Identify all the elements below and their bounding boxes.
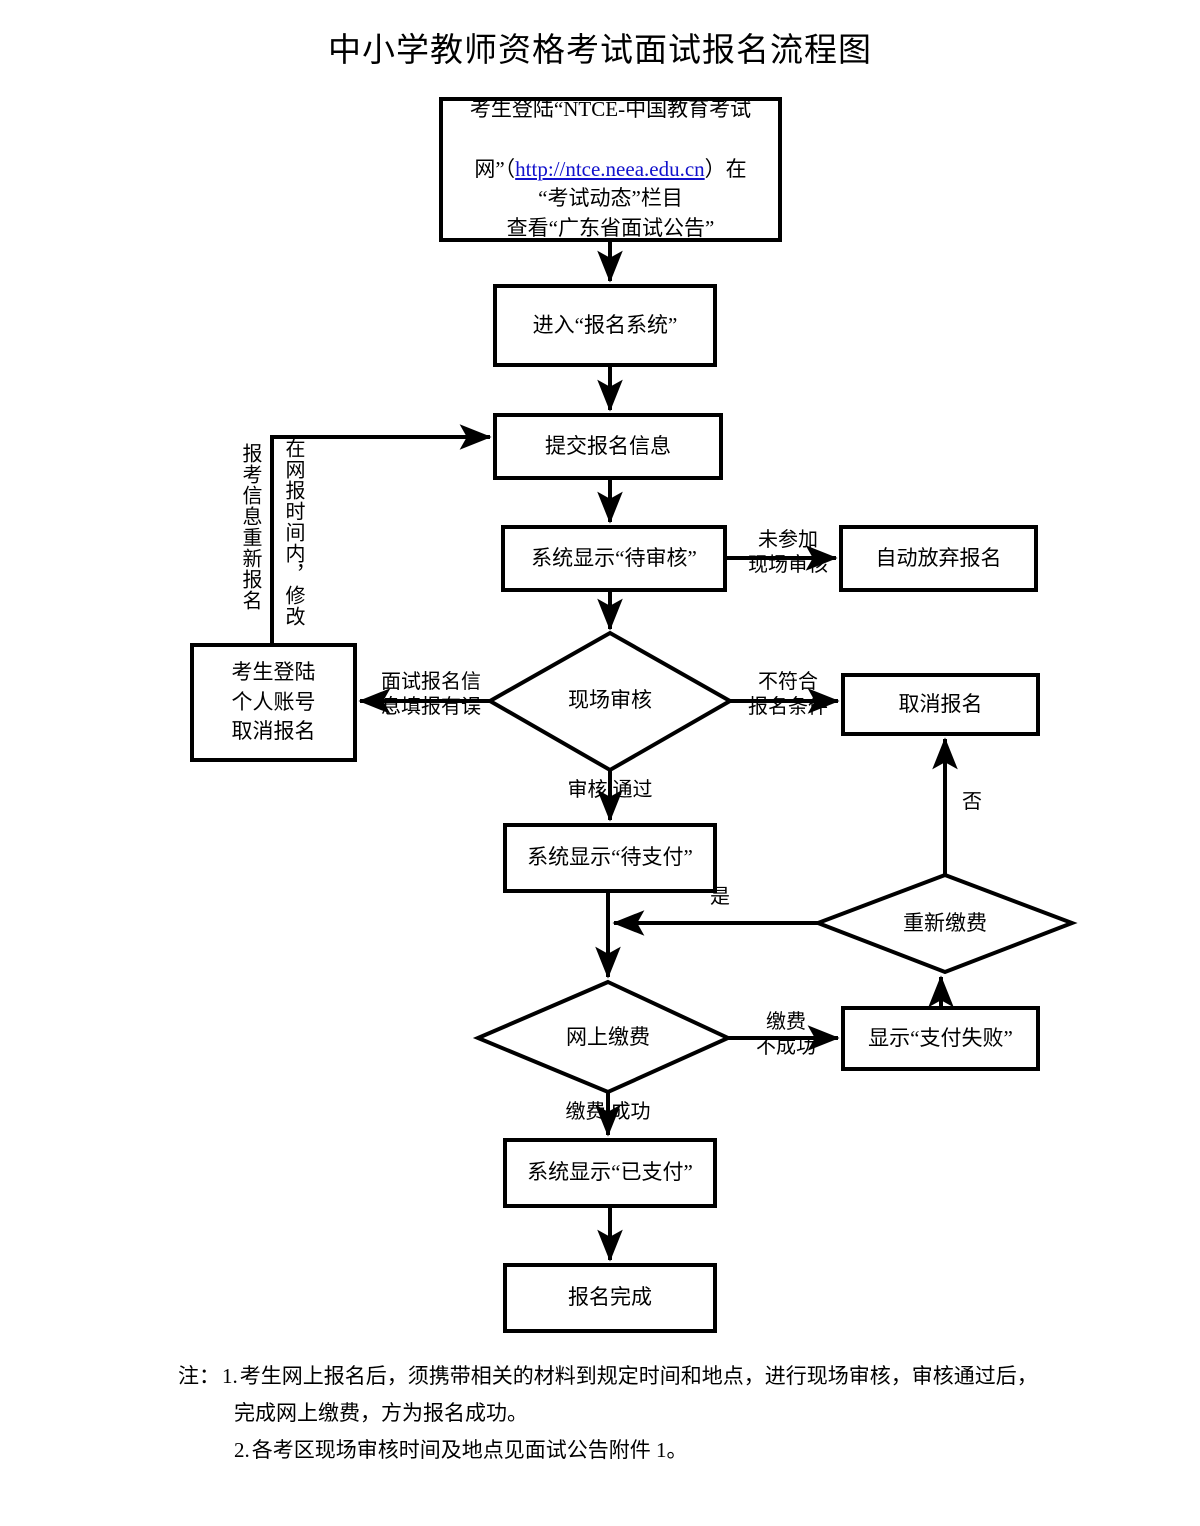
- footnote-1-continuation: 完成网上缴费，方为报名成功。: [178, 1395, 1078, 1432]
- vertical-label-modify-in-window: 在网报时间内，修改: [282, 438, 304, 627]
- node-online-payment: 网上缴费: [566, 1025, 650, 1050]
- node-submit-info: 提交报名信息: [545, 433, 671, 458]
- node-start-line2-pre: 网”（: [474, 156, 516, 181]
- edge-label-review-passed: 审核 通过: [567, 779, 653, 801]
- footnotes: 注： 1. 考生网上报名后，须携带相关的材料到规定时间和地点，进行现场审核，审核…: [178, 1358, 1078, 1468]
- node-payment-failed: 显示“支付失败”: [868, 1025, 1013, 1050]
- shape-pending-payment-box: [503, 823, 717, 893]
- node-start-line1: 考生登陆“NTCE-中国教育考试: [469, 96, 752, 121]
- node-repay: 重新缴费: [903, 911, 987, 936]
- edge-label-info-error: 面试报名信 息填报有误: [381, 671, 481, 718]
- shape-enter-system-box: [493, 284, 717, 367]
- edge-label-repay-yes: 是: [710, 886, 730, 908]
- node-done: 报名完成: [568, 1285, 652, 1310]
- node-start-line2: 网”（http://ntce.neea.edu.cn）在: [474, 125, 746, 185]
- node-paid: 系统显示“已支付”: [527, 1160, 693, 1185]
- node-cancel-registration: 取消报名: [898, 691, 983, 716]
- footnote-1-number: 1.: [222, 1364, 238, 1388]
- edge-label-payment-failed: 缴费 不成功: [756, 1011, 816, 1058]
- edge-label-no-onsite-review: 未参加 现场审核: [748, 529, 828, 576]
- shape-submit-info-box: [493, 413, 723, 480]
- footnote-2-number: 2.: [234, 1437, 250, 1462]
- node-enter-system: 进入“报名系统”: [532, 312, 678, 337]
- shape-cancel-registration-box: [841, 673, 1040, 736]
- footnote-1-line-1: 考生网上报名后，须携带相关的材料到规定时间和地点，进行现场审核，审核通过后，: [239, 1364, 1038, 1388]
- shape-pending-review-box: [501, 525, 727, 592]
- node-pending-payment: 系统显示“待支付”: [527, 845, 693, 870]
- shape-paid-box: [503, 1138, 717, 1208]
- page-title: 中小学教师资格考试面试报名流程图: [328, 33, 872, 69]
- node-start: 考生登陆“NTCE-中国教育考试 网”（http://ntce.neea.edu…: [441, 97, 780, 240]
- node-pending-review: 系统显示“待审核”: [531, 545, 697, 570]
- shape-candidate-cancel-box: [190, 643, 357, 762]
- shape-done-box: [503, 1263, 717, 1333]
- shape-auto-abandon-box: [839, 525, 1038, 592]
- footnote-2-body: 各考区现场审核时间及地点见面试公告附件 1。: [251, 1437, 688, 1462]
- node-onsite-review: 现场审核: [568, 688, 652, 713]
- edge-label-not-qualified: 不符合 报名条件: [748, 671, 828, 718]
- node-start-line3: “考试动态”栏目: [538, 186, 683, 211]
- footnote-1-line-2: 完成网上缴费，方为报名成功。: [234, 1400, 528, 1425]
- edge-candidate-cancel-to-submit-info: [270, 424, 492, 645]
- edge-label-repay-no: 否: [962, 791, 982, 813]
- vertical-label-reapply: 报考信息重新报名: [239, 443, 261, 611]
- footnotes-prefix: 注：: [178, 1364, 220, 1388]
- node-candidate-cancel: 考生登陆 个人账号 取消报名: [231, 659, 316, 744]
- shape-start-box: [439, 97, 782, 242]
- node-auto-abandon: 自动放弃报名: [875, 545, 1002, 570]
- footnote-item-2: 2. 各考区现场审核时间及地点见面试公告附件 1。: [178, 1432, 1078, 1469]
- edge-label-payment-success: 缴费 成功: [565, 1101, 651, 1123]
- shape-payment-failed-box: [841, 1006, 1040, 1071]
- footnote-1-body: 考生网上报名后，须携带相关的材料到规定时间和地点，进行现场审核，审核通过后，: [240, 1358, 1078, 1395]
- node-start-line4: 查看“广东省面试公告”: [506, 216, 715, 241]
- node-start-line2-post: ）在: [704, 156, 747, 181]
- ntce-website-link[interactable]: http://ntce.neea.edu.cn: [515, 156, 705, 181]
- shape-repay-diamond: [812, 872, 1078, 975]
- footnote-item-1: 注： 1. 考生网上报名后，须携带相关的材料到规定时间和地点，进行现场审核，审核…: [178, 1358, 1078, 1395]
